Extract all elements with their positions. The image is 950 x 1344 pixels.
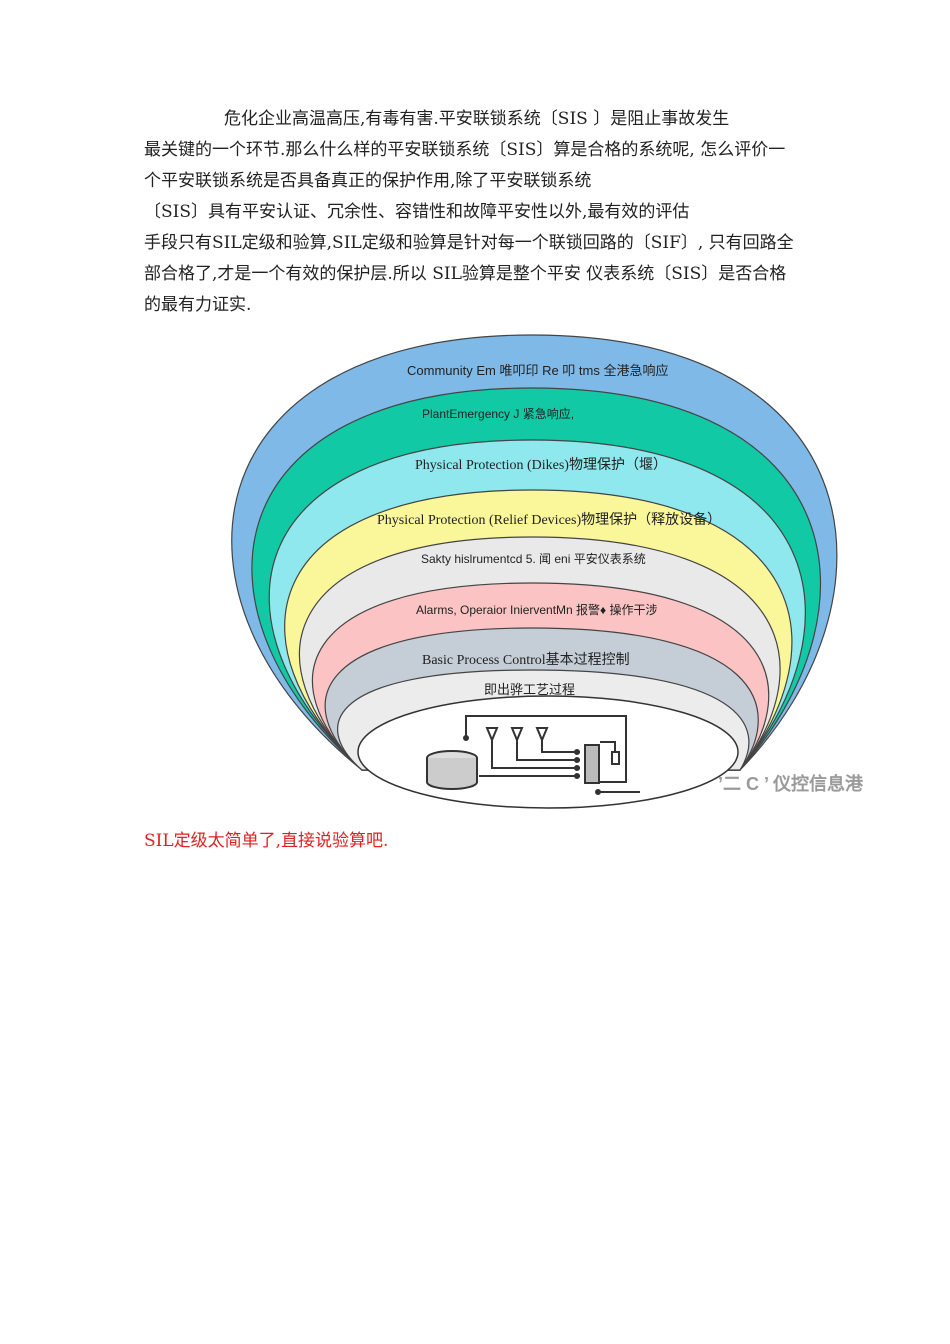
layer-label-plant-emergency: PlantEmergency J 紧急响应, (422, 406, 574, 421)
paragraph-line: 的最有力证实. (144, 295, 252, 315)
paragraph-line: 危化企业高温高压,有毒有害.平安联锁系统〔SIS 〕是阻止事故发生 (224, 109, 730, 129)
paragraph-line: 部合格了,才是一个有效的保护层.所以 SIL验算是整个平安 仪表系统〔SIS〕是… (144, 264, 787, 284)
layer-label-dikes: Physical Protection (Dikes)物理保护（堰） (415, 457, 667, 473)
paragraph-line: 最关键的一个环节.那么什么样的平安联锁系统〔SIS〕算是合格的系统呢, 怎么评价… (144, 140, 786, 160)
process-schematic-icon (426, 715, 640, 793)
layer-label-process: 即出骅工艺过程 (484, 682, 575, 697)
layer-label-community: Community Em 唯叩印 Re 叩 tms 全港急响应 (407, 363, 668, 378)
red-note: SIL定级太简单了,直接说验算吧. (144, 831, 389, 851)
paragraph-line: 〔SIS〕具有平安认证、冗余性、容错性和故障平安性以外,最有效的评估 (144, 202, 690, 222)
intro-paragraph: 危化企业高温高压,有毒有害.平安联锁系统〔SIS 〕是阻止事故发生 最关键的一个… (144, 104, 889, 321)
watermark: ’二 C ’ 仪控信息港 (718, 773, 864, 794)
layer-label-alarms: Alarms, Operaior InierventMn 报警♦ 操作干涉 (416, 602, 658, 617)
layer-label-relief-devices: Physical Protection (Relief Devices)物理保护… (377, 511, 721, 528)
layer-label-sis: Sakty hislrumentcd 5. 闻 eni 平安仪表系统 (421, 551, 646, 566)
paragraph-line: 手段只有SIL定级和验算,SIL定级和验算是针对每一个联锁回路的〔SIF〕, 只… (144, 233, 794, 253)
layer-label-bpcs: Basic Process Control基本过程控制 (422, 651, 630, 668)
valve-markers (463, 735, 601, 795)
paragraph-line: 个平安联锁系统是否具备真正的保护作用,除了平安联锁系统 (144, 171, 592, 191)
